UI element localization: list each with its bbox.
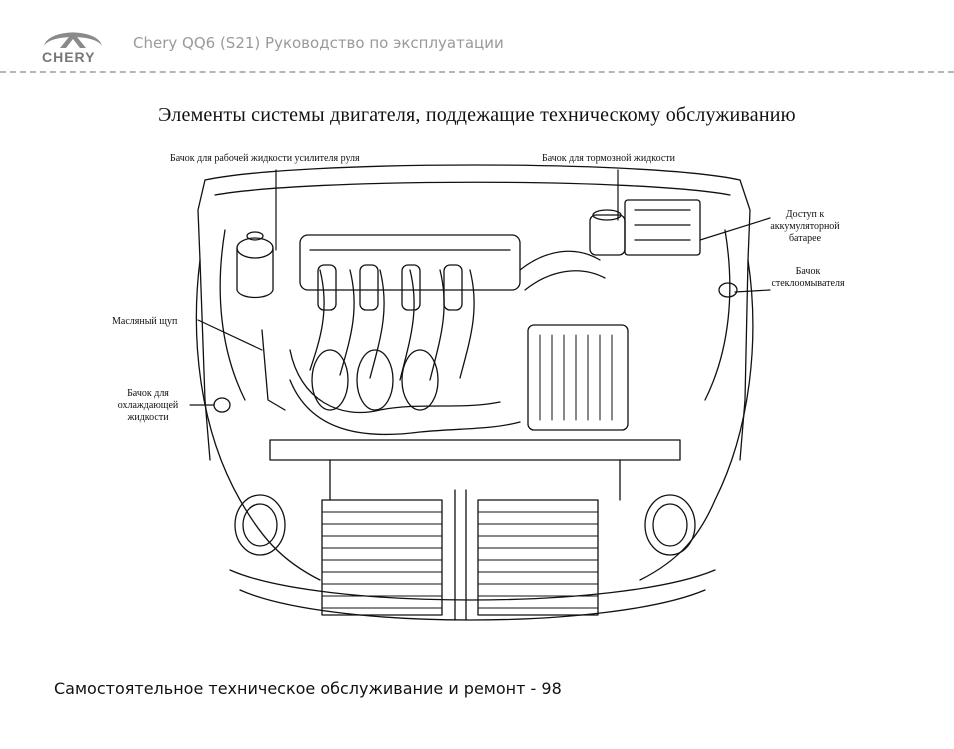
label-brake-fluid-reservoir: Бачок для тормозной жидкости (542, 153, 676, 164)
page-header: CHERY Chery QQ6 (S21) Руководство по экс… (0, 0, 954, 80)
label-washer-line2: стеклоомывателя (771, 278, 845, 289)
label-coolant-line3: жидкости (127, 412, 169, 423)
brand-name: CHERY (42, 49, 96, 65)
label-battery-line2: аккумуляторной (770, 221, 840, 232)
label-power-steering-reservoir: Бачок для рабочей жидкости усилителя рул… (170, 153, 360, 164)
label-coolant-reservoir: Бачок для охлаждающей жидкости (108, 388, 188, 424)
engine-bay-diagram (189, 164, 771, 621)
page-footer: Самостоятельное техническое обслуживание… (54, 679, 562, 698)
chery-logo-icon (44, 32, 102, 48)
label-washer-line1: Бачок (795, 266, 821, 277)
label-coolant-line1: Бачок для (127, 388, 169, 399)
manual-title: Chery QQ6 (S21) Руководство по эксплуата… (133, 34, 504, 52)
header-divider (0, 71, 954, 73)
label-oil-dipstick: Масляный щуп (112, 316, 178, 327)
page-title: Элементы системы двигателя, поддежащие т… (158, 104, 796, 126)
label-battery-access: Доступ к аккумуляторной батарее (765, 209, 845, 245)
label-washer-reservoir: Бачок стеклоомывателя (768, 266, 848, 290)
label-battery-line1: Доступ к (785, 209, 825, 220)
label-coolant-line2: охлаждающей (117, 400, 179, 411)
label-battery-line3: батарее (788, 233, 822, 244)
